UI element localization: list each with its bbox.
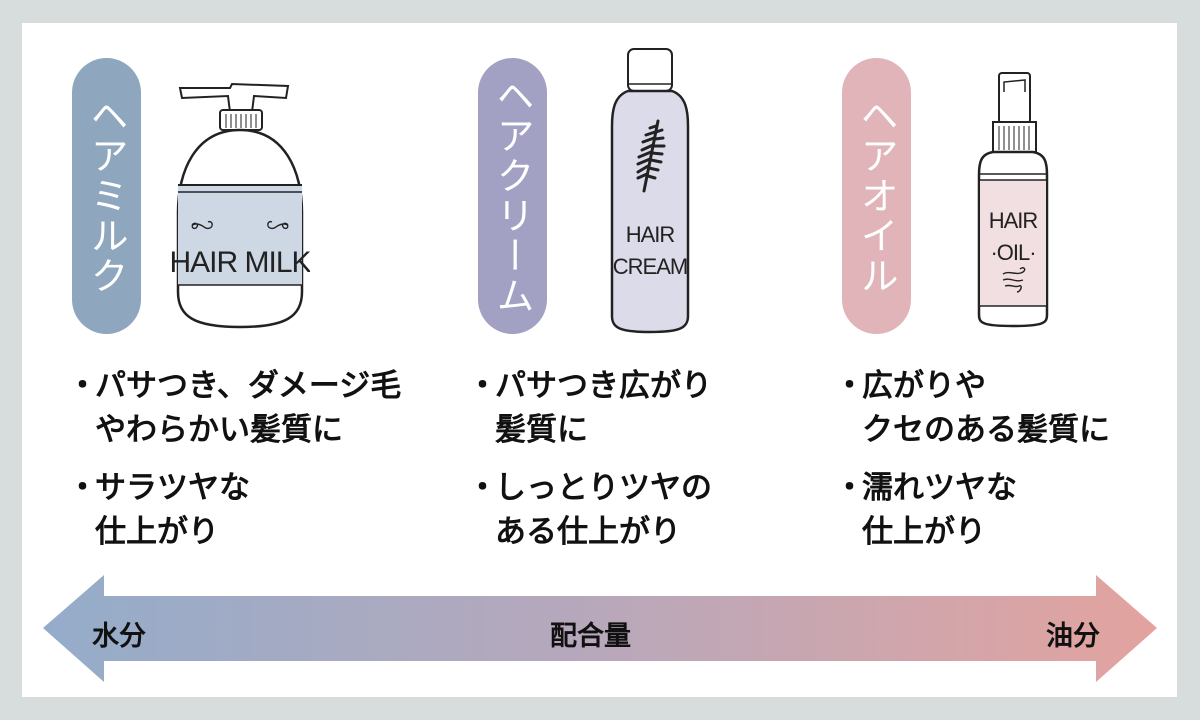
hair-milk-features: ・パサつき、ダメージ毛 やわらかい髪質に ・サラツヤな 仕上がり bbox=[67, 364, 401, 568]
hair-cream-pill: ヘアクリーム bbox=[478, 58, 547, 334]
oil-content-label: 油分 bbox=[1046, 621, 1100, 652]
feature-item: ・広がりや クセのある髪質に bbox=[834, 368, 1110, 448]
hair-milk-bottle-icon: HAIR MILK bbox=[170, 82, 310, 332]
hair-oil-pill: ヘアオイル bbox=[842, 58, 911, 334]
feature-item: ・しっとりツヤの ある仕上がり bbox=[467, 470, 712, 550]
hair-oil-bottle-icon: HAIR ·OIL· bbox=[975, 70, 1050, 330]
feature-item: ・パサつき、ダメージ毛 やわらかい髪質に bbox=[67, 368, 402, 448]
feature-item: ・サラツヤな 仕上がり bbox=[67, 470, 250, 550]
hair-cream-title: ヘアクリーム bbox=[490, 76, 534, 316]
hair-oil-title: ヘアオイル bbox=[854, 96, 898, 296]
hair-milk-title: ヘアミルク bbox=[84, 96, 128, 296]
content-amount-label: 配合量 bbox=[550, 621, 631, 652]
svg-text:HAIR: HAIR bbox=[626, 222, 675, 247]
moisture-label: 水分 bbox=[92, 621, 146, 652]
svg-text:HAIR: HAIR bbox=[989, 208, 1038, 233]
hair-cream-bottle-icon: HAIR CREAM bbox=[610, 46, 690, 336]
feature-item: ・パサつき広がり 髪質に bbox=[467, 368, 712, 448]
svg-text:·OIL·: ·OIL· bbox=[990, 240, 1035, 265]
hair-cream-features: ・パサつき広がり 髪質に ・しっとりツヤの ある仕上がり bbox=[467, 364, 712, 568]
hair-milk-pill: ヘアミルク bbox=[72, 58, 141, 334]
svg-text:CREAM: CREAM bbox=[613, 254, 687, 279]
svg-text:HAIR MILK: HAIR MILK bbox=[170, 246, 310, 279]
hair-oil-features: ・広がりや クセのある髪質に ・濡れツヤな 仕上がり bbox=[834, 364, 1110, 568]
feature-item: ・濡れツヤな 仕上がり bbox=[834, 470, 1017, 550]
